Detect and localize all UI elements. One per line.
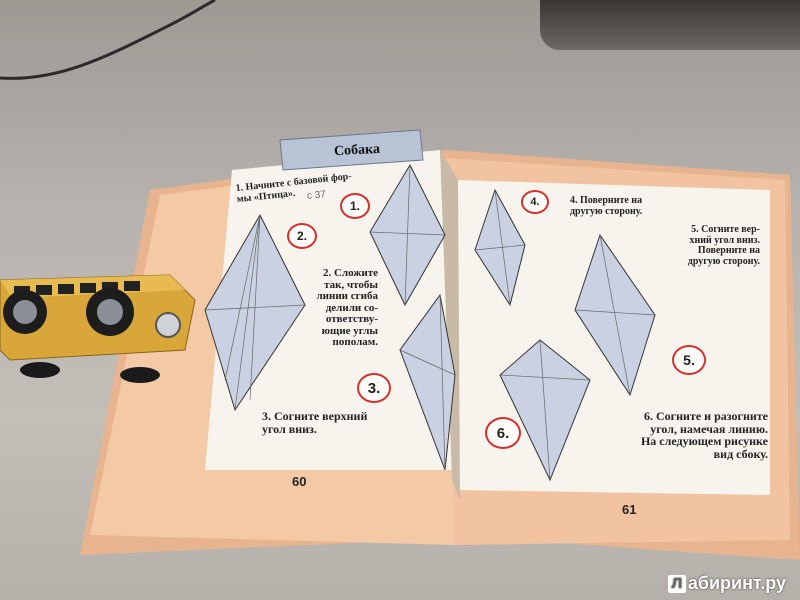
- step4-number-badge: 4.: [521, 190, 549, 214]
- diagram-step2-folds: [204, 214, 306, 411]
- step6-number-badge: 6.: [485, 417, 521, 449]
- diagram-step4-folds: [474, 189, 526, 306]
- step6-text: 6. Согните и разогните угол, намечая лин…: [640, 409, 768, 461]
- toy-bus: [0, 274, 196, 383]
- gutter-shadow: [440, 150, 460, 500]
- step1-number-badge: 1.: [340, 193, 370, 219]
- title-header-bg: [279, 129, 424, 171]
- step3-text: 3. Согните верхний угол вниз.: [262, 409, 368, 436]
- watermark-text: абиринт.ру: [687, 573, 786, 593]
- background-dark-object: [540, 0, 800, 50]
- diagram-step3-folds: [399, 294, 456, 471]
- labirint-watermark: Л абиринт.ру: [667, 573, 786, 594]
- diagram-step1-folds: [369, 164, 446, 306]
- step2-number-badge: 2.: [287, 223, 317, 249]
- labirint-logo-icon: Л: [667, 574, 686, 593]
- step3-number-badge: 3.: [357, 373, 391, 403]
- step2-text: 2. Сложите так, чтобы линии сгиба делили…: [316, 267, 379, 349]
- step4-text: 4. Поверните на другую сторону.: [570, 195, 643, 217]
- step5-text: 5. Согните вер- хний угол вниз. Повернит…: [687, 224, 760, 267]
- cable: [0, 0, 216, 80]
- step5-number-badge: 5.: [672, 345, 706, 375]
- diagram-step5-folds: [574, 234, 656, 396]
- diagram-step6-folds: [499, 339, 591, 481]
- left-page-number: 60: [292, 474, 307, 489]
- right-page-number: 61: [622, 502, 637, 517]
